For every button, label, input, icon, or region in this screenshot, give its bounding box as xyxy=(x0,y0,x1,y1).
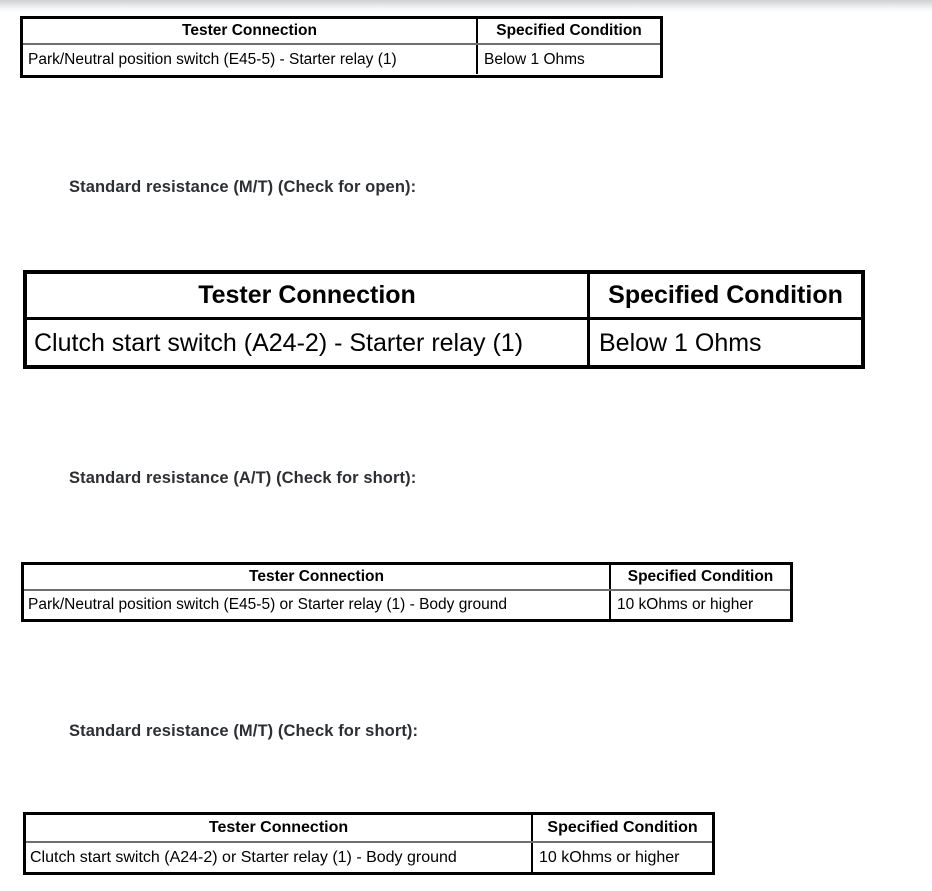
table-row: Clutch start switch (A24-2) or Starter r… xyxy=(26,843,712,872)
table-row: Park/Neutral position switch (E45-5) - S… xyxy=(23,45,660,74)
column-header-tester-connection: Tester Connection xyxy=(198,281,416,309)
column-header-specified-condition: Specified Condition xyxy=(609,565,790,589)
table-row: Clutch start switch (A24-2) - Starter re… xyxy=(27,320,861,366)
cell-tester-connection: Clutch start switch (A24-2) or Starter r… xyxy=(30,848,457,866)
resistance-table-open-at: Tester Connection Specified Condition Pa… xyxy=(20,16,663,78)
resistance-table-short-at: Tester Connection Specified Condition Pa… xyxy=(21,562,793,622)
heading-standard-resistance-at-short: Standard resistance (A/T) (Check for sho… xyxy=(69,469,417,487)
column-header-tester-connection: Tester Connection xyxy=(249,568,384,585)
column-header-tester-connection: Tester Connection xyxy=(208,819,349,836)
column-header-specified-condition: Specified Condition xyxy=(531,815,712,841)
table-header-row: Tester Connection Specified Condition xyxy=(27,274,861,320)
cell-specified-condition: Below 1 Ohms xyxy=(587,320,861,366)
resistance-table-short-mt: Tester Connection Specified Condition Cl… xyxy=(23,812,715,875)
cell-tester-connection: Clutch start switch (A24-2) - Starter re… xyxy=(34,328,524,357)
heading-standard-resistance-mt-short: Standard resistance (M/T) (Check for sho… xyxy=(69,722,419,740)
table-header-row: Tester Connection Specified Condition xyxy=(24,565,790,591)
cell-specified-condition: 10 kOhms or higher xyxy=(531,843,712,872)
table-header-row: Tester Connection Specified Condition xyxy=(23,19,660,45)
table-row: Park/Neutral position switch (E45-5) or … xyxy=(24,591,790,619)
cell-specified-condition: 10 kOhms or higher xyxy=(609,591,790,619)
cell-specified-condition: Below 1 Ohms xyxy=(476,45,660,74)
cell-tester-connection: Park/Neutral position switch (E45-5) - S… xyxy=(28,50,397,68)
column-header-tester-connection: Tester Connection xyxy=(182,22,317,39)
column-header-specified-condition: Specified Condition xyxy=(476,19,660,43)
table-header-row: Tester Connection Specified Condition xyxy=(26,815,712,843)
resistance-table-open-mt: Tester Connection Specified Condition Cl… xyxy=(23,270,865,369)
page-top-gradient-strip xyxy=(0,0,932,12)
cell-tester-connection: Park/Neutral position switch (E45-5) or … xyxy=(28,596,507,613)
heading-standard-resistance-mt-open: Standard resistance (M/T) (Check for ope… xyxy=(69,178,417,196)
column-header-specified-condition: Specified Condition xyxy=(587,274,861,317)
